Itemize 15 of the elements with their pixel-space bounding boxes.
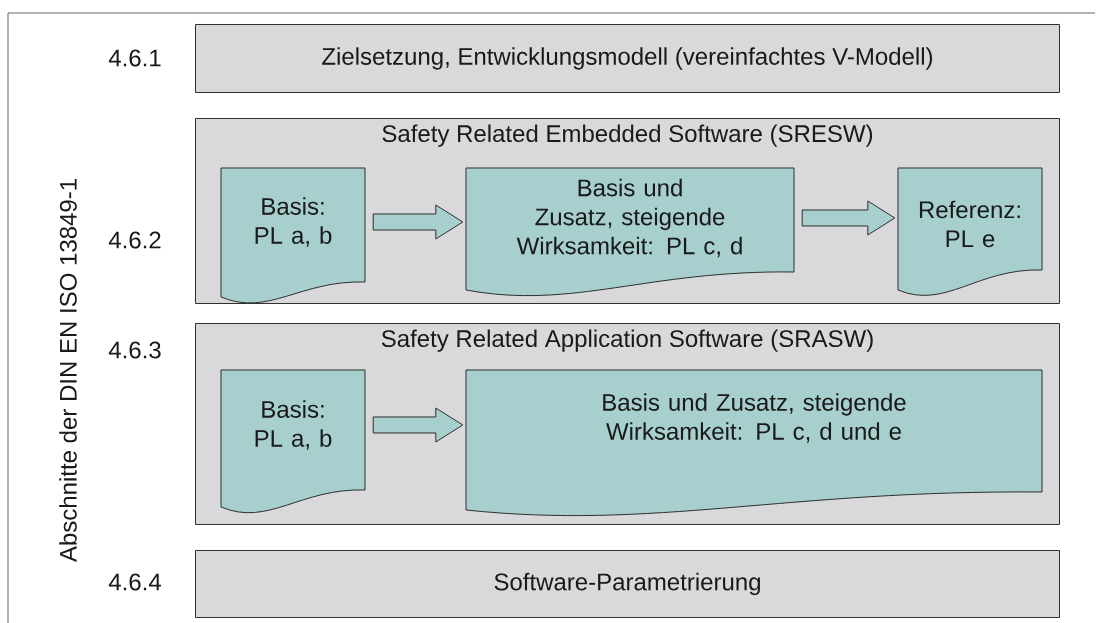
section-number: 4.6.4 xyxy=(108,573,161,591)
document-box: Referenz: PL e xyxy=(897,167,1043,296)
document-box: Basis: PL a, b xyxy=(220,369,366,514)
block-arrow xyxy=(372,204,464,240)
document-box: Basis und Zusatz, steigende Wirksamkeit: PL c, d und e xyxy=(465,369,1043,516)
block-arrow xyxy=(801,200,896,236)
section-bar: Software-Parametrierung xyxy=(195,550,1060,618)
axis-label: Abschnitte der DIN EN ISO 13849-1 xyxy=(59,179,77,563)
section-number: 4.6.2 xyxy=(108,231,161,249)
section-number: 4.6.3 xyxy=(108,341,161,359)
section-bar: Zielsetzung, Entwicklungsmodell (vereinfachtes V-Modell) xyxy=(195,24,1060,93)
section-number: 4.6.1 xyxy=(108,49,161,67)
block-arrow xyxy=(372,407,464,443)
document-box: Basis und Zusatz, steigende Wirksamkeit: PL c, d xyxy=(465,167,795,296)
document-box: Basis: PL a, b xyxy=(220,167,366,304)
